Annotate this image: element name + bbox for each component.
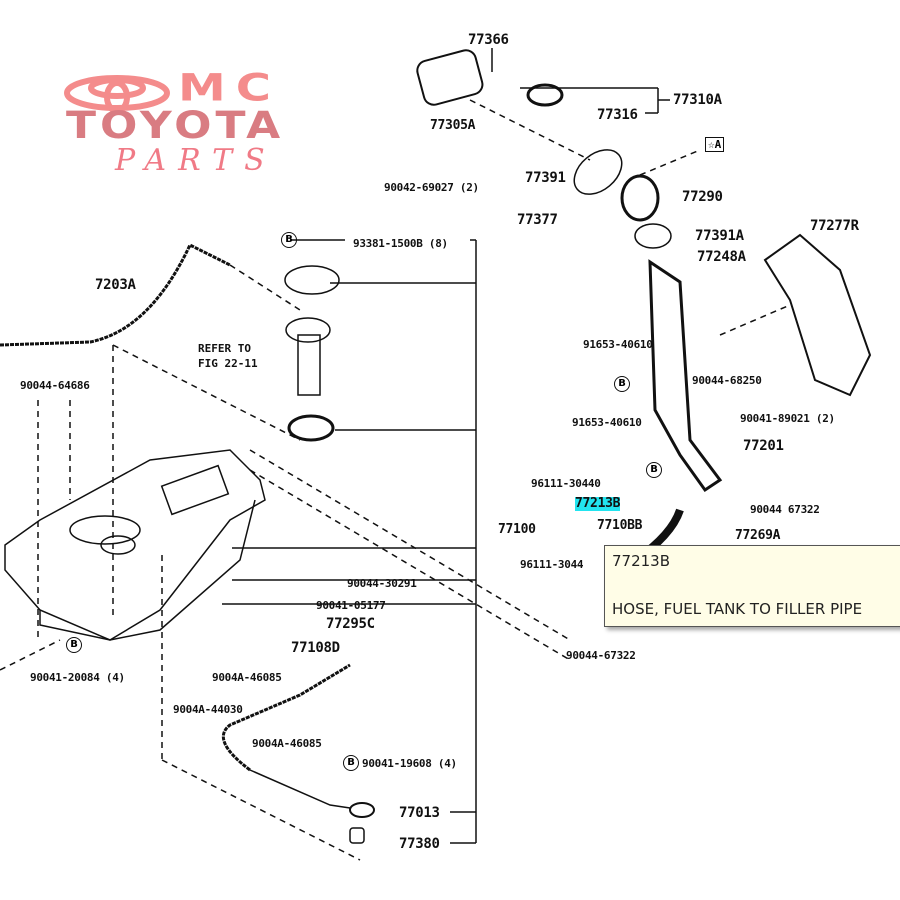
part-label[interactable]: 7203A [95, 277, 136, 293]
part-label[interactable]: 90044 67322 [750, 503, 820, 516]
part-label[interactable]: 77305A [430, 118, 476, 133]
ref-circle-b: B [66, 637, 82, 653]
tooltip-part-number: 77213B [612, 552, 671, 570]
part-label[interactable]: 96111-30440 [531, 477, 601, 490]
part-label[interactable]: 96111-3044 [520, 558, 584, 571]
part-label[interactable]: 90044-64686 [20, 379, 90, 392]
part-label[interactable]: 90044-30291 [347, 577, 417, 590]
ref-circle-b: B [281, 232, 297, 248]
ref-box-a: ☆A [705, 137, 725, 152]
part-label[interactable]: 77290 [682, 189, 723, 205]
part-label[interactable]: 9004A-46085 [212, 671, 282, 684]
part-label[interactable]: 77100 [498, 522, 536, 537]
part-label[interactable]: 77391 [525, 170, 566, 186]
part-label[interactable]: 77269A [735, 528, 781, 543]
part-label[interactable]: 90041-20084 (4) [30, 671, 125, 684]
part-label[interactable]: 90041-05177 [316, 599, 386, 612]
ref-circle-b: B [646, 462, 662, 478]
part-label-selected[interactable]: 77213B [575, 496, 621, 511]
refer-note-line1: REFER TO [198, 342, 251, 355]
part-label[interactable]: 77310A [673, 92, 722, 108]
part-label[interactable]: 77391A [695, 228, 744, 244]
part-label[interactable]: 77201 [743, 438, 784, 454]
ref-circle-b: B [343, 755, 359, 771]
part-label[interactable]: 77108D [291, 640, 340, 656]
part-label[interactable]: 77316 [597, 107, 638, 123]
part-label[interactable]: 77295C [326, 616, 375, 632]
part-label[interactable]: 9004A-46085 [252, 737, 322, 750]
part-label[interactable]: 90044-68250 [692, 374, 762, 387]
part-label[interactable]: 91653-40610 [583, 338, 653, 351]
fuel-tank-drawing [4, 449, 266, 641]
part-label[interactable]: 77366 [468, 32, 509, 48]
part-label[interactable]: 90041-19608 (4) [362, 757, 457, 770]
part-label[interactable]: 77377 [517, 212, 558, 228]
part-label[interactable]: 90044-67322 [566, 649, 636, 662]
part-tooltip: 77213B HOSE, FUEL TANK TO FILLER PIPE [604, 545, 900, 627]
toyota-emblem-icon [64, 75, 170, 114]
part-label[interactable]: 90041-89021 (2) [740, 412, 835, 425]
part-label[interactable]: 77380 [399, 836, 440, 852]
logo-toyota: TOYOTA [66, 104, 285, 148]
logo-mc: MC [178, 66, 281, 110]
ref-circle-b: B [614, 376, 630, 392]
part-label[interactable]: 90042-69027 (2) [384, 181, 479, 194]
logo-parts: PARTS [115, 143, 277, 178]
refer-note-line2: FIG 22-11 [198, 357, 258, 370]
part-label[interactable]: 9004A-44030 [173, 703, 243, 716]
part-label[interactable]: 7710BB [597, 518, 643, 533]
part-label[interactable]: 77013 [399, 805, 440, 821]
part-label[interactable]: 77277R [810, 218, 859, 234]
part-label[interactable]: 93381-1500B (8) [353, 237, 448, 250]
part-label[interactable]: 77248A [697, 249, 746, 265]
tooltip-description: HOSE, FUEL TANK TO FILLER PIPE [612, 600, 863, 618]
part-label[interactable]: 91653-40610 [572, 416, 642, 429]
